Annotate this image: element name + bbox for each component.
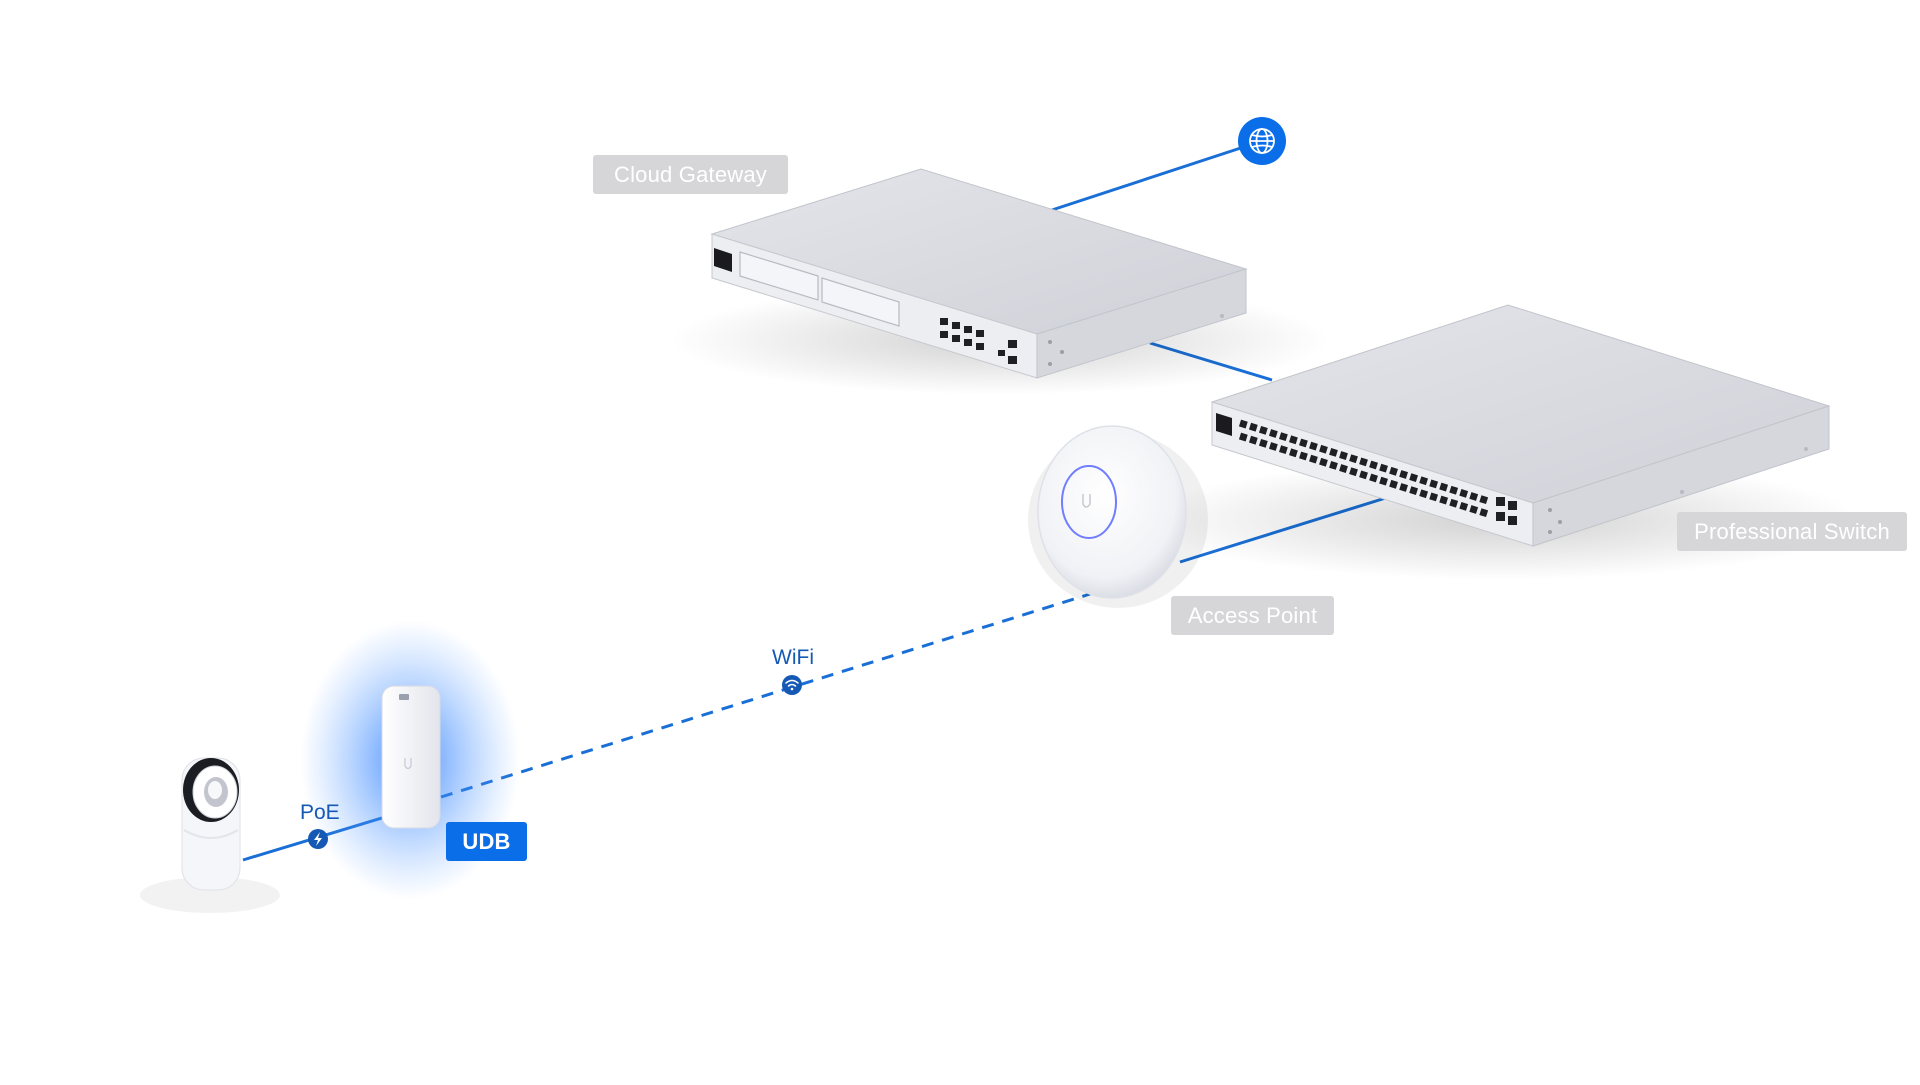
wifi-icon [785, 679, 799, 687]
link-wifi [440, 592, 1091, 799]
udb-logo-icon [404, 758, 412, 770]
switch-ports [1238, 419, 1490, 518]
professional-switch-label: Professional Switch [1677, 512, 1907, 551]
gateway-ports [940, 318, 1017, 364]
wifi-badge [782, 675, 802, 695]
cloud-gateway-device [670, 168, 1330, 395]
ubiquiti-logo-icon [1082, 494, 1091, 508]
access-point-device [1028, 425, 1208, 608]
access-point-label: Access Point [1171, 596, 1334, 635]
link-gateway-internet [1051, 139, 1263, 212]
internet-node [1238, 117, 1286, 165]
globe-icon [1249, 128, 1275, 154]
udb-label: UDB [446, 822, 527, 861]
wifi-link-label: WiFi [772, 646, 814, 669]
poe-badge [308, 829, 328, 849]
camera-device [140, 757, 280, 913]
lightning-icon [314, 832, 322, 846]
cloud-gateway-label: Cloud Gateway [593, 155, 788, 194]
poe-link-label: PoE [300, 801, 340, 824]
